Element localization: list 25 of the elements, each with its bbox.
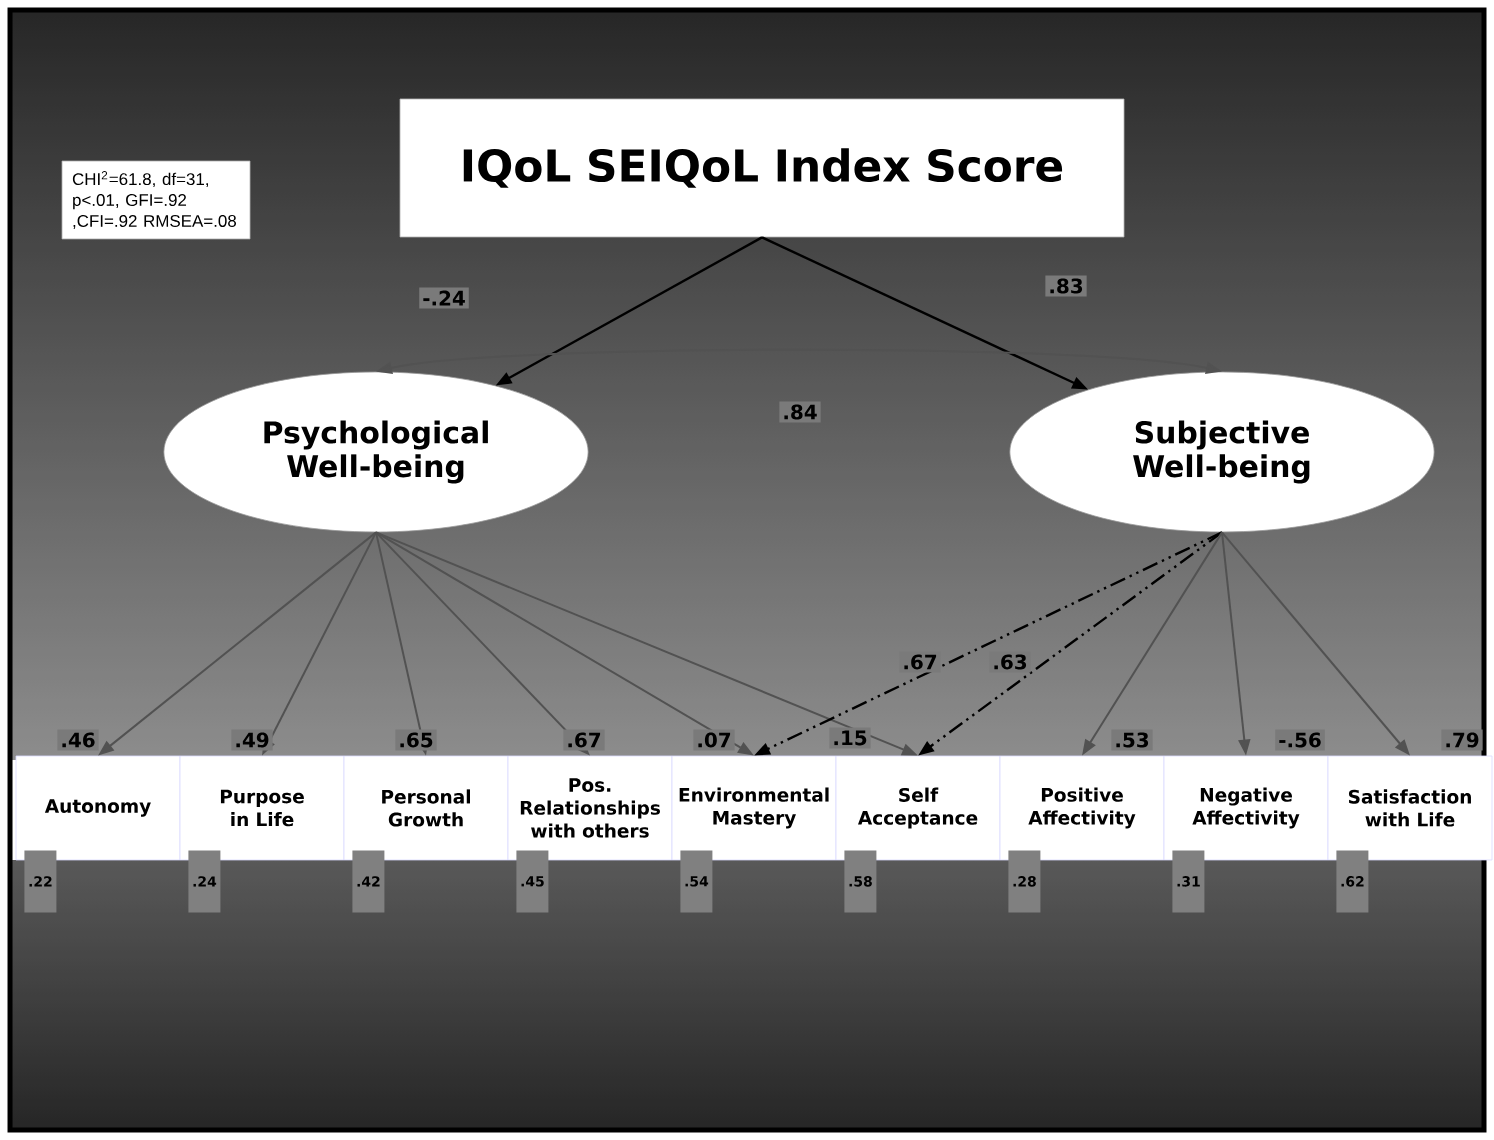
edge-label: .53 bbox=[1111, 729, 1153, 751]
edge-label: .49 bbox=[231, 729, 273, 751]
edge-label: .63 bbox=[989, 651, 1031, 673]
edge-label: -.56 bbox=[1275, 729, 1325, 751]
edge-label: .46 bbox=[57, 729, 99, 751]
indicator-box: Purpose in Life bbox=[179, 755, 345, 861]
indicator-box: Autonomy bbox=[15, 755, 181, 861]
indicator-box: Positive Affectivity bbox=[999, 755, 1165, 861]
edge-label: .79 bbox=[1441, 729, 1483, 751]
indicator-box: Negative Affectivity bbox=[1163, 755, 1329, 861]
edge-label: .67 bbox=[899, 651, 941, 673]
edge-label: -.24 bbox=[419, 287, 469, 309]
indicator-box: Personal Growth bbox=[343, 755, 509, 861]
indicator-box: Pos. Relationships with others bbox=[507, 755, 673, 861]
edge-label: .65 bbox=[395, 729, 437, 751]
title-box: IQoL SEIQoL Index Score bbox=[399, 98, 1125, 238]
indicator-box: Self Acceptance bbox=[835, 755, 1001, 861]
edge-label: .07 bbox=[693, 729, 735, 751]
indicator-box: Environmental Mastery bbox=[671, 755, 837, 861]
edge-label: .15 bbox=[829, 727, 871, 749]
indicator-box: Satisfaction with Life bbox=[1327, 755, 1493, 861]
fit-statistics-box: CHI$^{2}$=61.8, df=31, p<.01, GFI=.92 ,CFI=.92 RMSEA=.08 bbox=[61, 160, 251, 240]
edge-label: .67 bbox=[563, 729, 605, 751]
edge-label: .83 bbox=[1045, 275, 1087, 297]
edge-label: .84 bbox=[779, 401, 821, 423]
